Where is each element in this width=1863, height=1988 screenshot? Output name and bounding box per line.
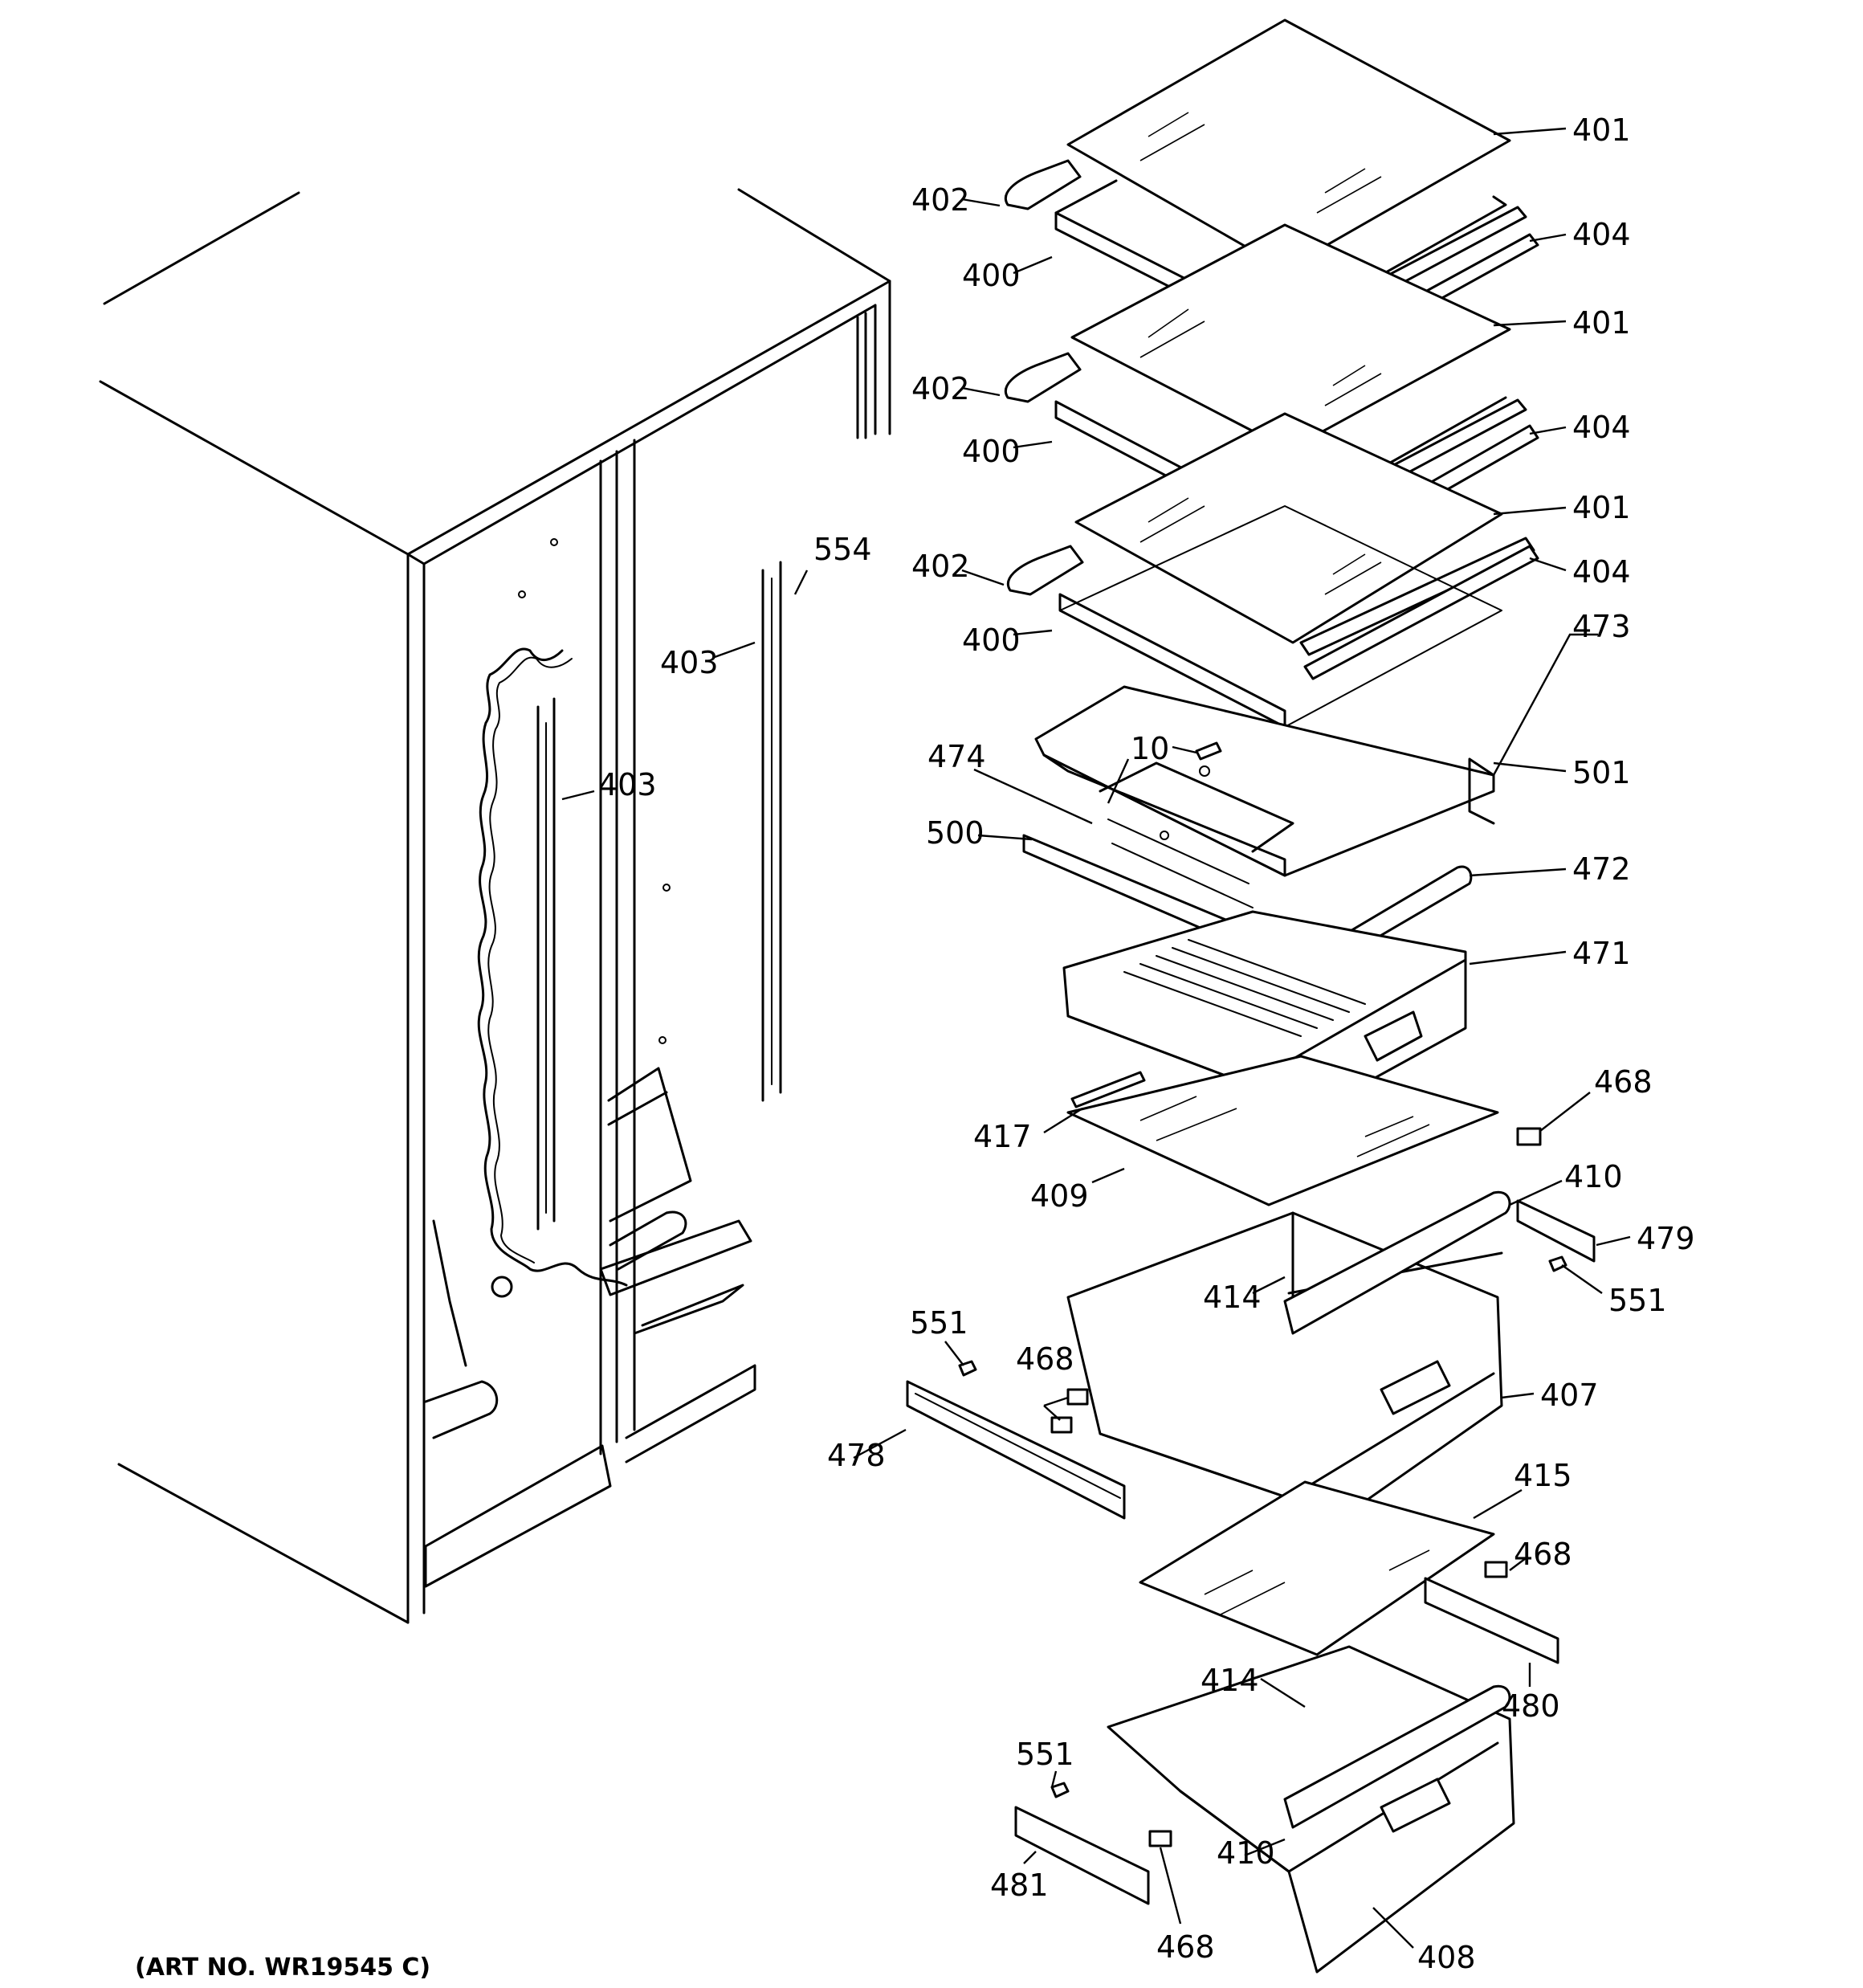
callout-478: 478 — [827, 1438, 886, 1473]
deli-drawer-frame — [1022, 685, 1495, 1142]
glass-shelf-lower — [1007, 412, 1539, 729]
callout-414-lower: 414 — [1201, 1663, 1259, 1698]
callout-402-top: 402 — [911, 182, 970, 218]
lower-crisper-glass — [1139, 1480, 1495, 1656]
callout-410-upper: 410 — [1564, 1159, 1623, 1194]
callout-400-low: 400 — [962, 623, 1021, 658]
callout-472: 472 — [1572, 851, 1631, 887]
callout-407: 407 — [1540, 1378, 1599, 1413]
art-number: (ART NO. WR19545 C) — [135, 1953, 431, 1982]
callout-403-left: 403 — [598, 767, 657, 802]
callout-500: 500 — [926, 815, 984, 851]
callout-554: 554 — [813, 532, 872, 567]
callout-471: 471 — [1572, 936, 1631, 971]
callout-468-left: 468 — [1016, 1341, 1074, 1377]
callout-479: 479 — [1637, 1221, 1695, 1256]
back-rail-left — [536, 697, 556, 1231]
callout-481: 481 — [990, 1868, 1049, 1903]
back-rail-right — [761, 561, 782, 1102]
callout-468-bottom: 468 — [1156, 1929, 1215, 1965]
cabinet — [99, 188, 891, 1624]
callout-415: 415 — [1514, 1458, 1572, 1493]
callout-404-top: 404 — [1572, 217, 1631, 252]
callout-551-right: 551 — [1608, 1283, 1667, 1318]
callout-468-upper-right: 468 — [1594, 1064, 1653, 1100]
callout-409: 409 — [1030, 1178, 1089, 1214]
callout-414-upper: 414 — [1203, 1280, 1262, 1315]
callout-401-mid: 401 — [1572, 305, 1631, 341]
callout-480: 480 — [1502, 1688, 1560, 1724]
leader-lines — [561, 127, 1631, 1949]
callout-551-lower: 551 — [1016, 1737, 1074, 1772]
callout-468-lower-right: 468 — [1514, 1537, 1572, 1572]
callout-10: 10 — [1131, 731, 1169, 766]
callout-410-lower: 410 — [1217, 1835, 1275, 1871]
callout-473: 473 — [1572, 609, 1631, 644]
callout-404-low: 404 — [1572, 554, 1631, 590]
callout-401-top: 401 — [1572, 112, 1631, 148]
callout-labels: 401 402 400 404 401 402 400 404 401 402 … — [598, 112, 1695, 1975]
callout-404-mid: 404 — [1572, 410, 1631, 445]
callout-551-left: 551 — [910, 1305, 968, 1341]
callout-402-low: 402 — [911, 549, 970, 584]
callout-417: 417 — [973, 1119, 1032, 1154]
lower-crisper-drawer — [1014, 1561, 1559, 1974]
callout-400-mid: 400 — [962, 434, 1021, 469]
callout-402-mid: 402 — [911, 371, 970, 406]
callout-501: 501 — [1572, 755, 1631, 790]
callout-408: 408 — [1417, 1940, 1476, 1975]
callout-403-right: 403 — [660, 645, 719, 680]
callout-400-top: 400 — [962, 258, 1021, 293]
crisper-cover-glass — [1066, 1055, 1499, 1206]
upper-crisper-drawer — [906, 1127, 1596, 1548]
callout-474: 474 — [927, 739, 986, 774]
callout-401-low: 401 — [1572, 490, 1631, 525]
